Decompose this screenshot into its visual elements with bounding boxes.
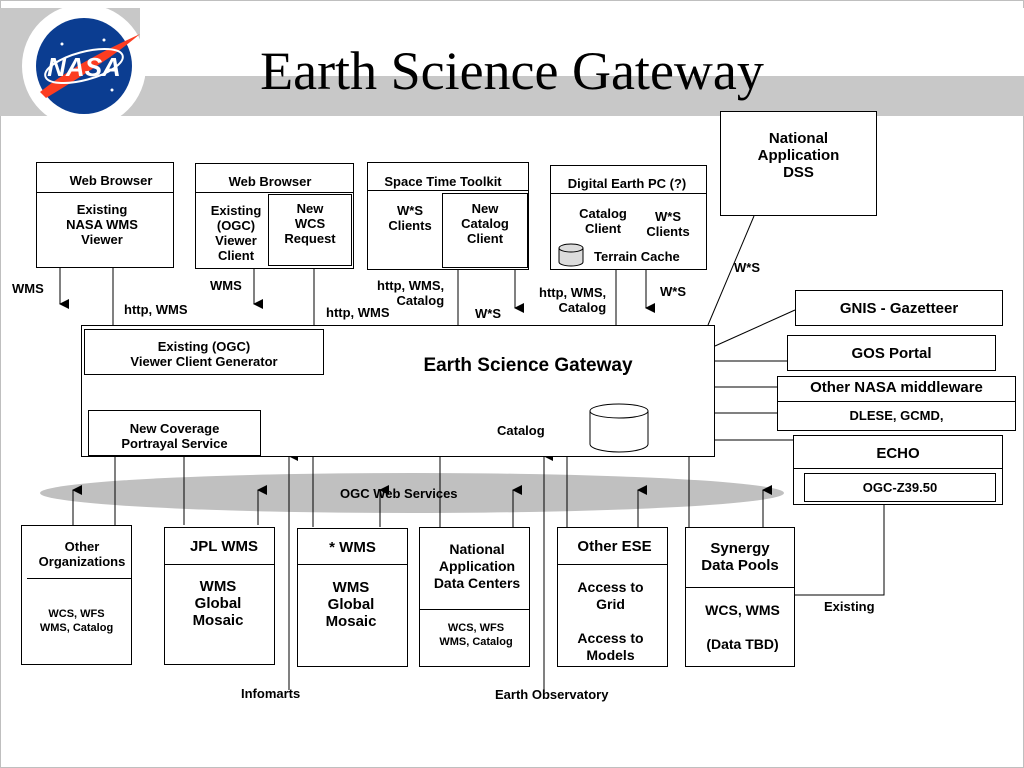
divider: [297, 564, 408, 565]
dlese-gcmd-label: DLESE, GCMD,: [849, 408, 944, 423]
ogc-z3950-label: OGC-Z39.50: [862, 480, 938, 495]
divider: [195, 192, 354, 193]
gnis-label: GNIS - Gazetteer: [839, 300, 959, 317]
new-catalog-client-box: [442, 193, 528, 268]
new-wcs-request-box: [268, 194, 352, 266]
catalog-cylinder-icon: [589, 403, 649, 453]
infomarts-label: Infomarts: [241, 686, 301, 701]
ogc-z3950-box: [804, 473, 996, 502]
link-ws-2: W*S: [660, 284, 686, 299]
gateway-catalog-label: Catalog: [497, 423, 545, 438]
provider-body-other-organizations: WCS, WFS WMS, Catalog: [39, 608, 114, 634]
divider: [777, 401, 1016, 402]
other-middleware-label: Other NASA middleware: [810, 379, 983, 396]
ogc-web-services-label: OGC Web Services: [340, 486, 458, 501]
logo-text: NASA: [47, 52, 121, 82]
provider-title-other-ese: Other ESE: [577, 538, 652, 555]
provider-box-jpl-wms: [164, 527, 275, 665]
national-dss-label: National Application DSS: [757, 130, 840, 181]
provider-title-national-app-data-centers: National Application Data Centers: [433, 541, 521, 591]
provider-body-other-ese: Access to Grid Access to Models: [577, 579, 644, 663]
provider-title-synergy-data-pools: Synergy Data Pools: [701, 540, 779, 574]
coverage-portrayal-label: New Coverage Portrayal Service: [121, 421, 228, 451]
link-wms-2: WMS: [210, 278, 242, 293]
digital-earth-ws-clients: W*S Clients: [646, 209, 690, 239]
new-catalog-client-label: New Catalog Client: [461, 201, 509, 246]
web-browser-1-box: [36, 162, 174, 268]
gateway-title: Earth Science Gateway: [423, 355, 633, 376]
page-title: Earth Science Gateway: [260, 41, 764, 101]
web-browser-1-title: Web Browser: [69, 173, 153, 188]
earth-observatory-label: Earth Observatory: [495, 687, 609, 702]
provider-body-synergy-data-pools: WCS, WMS (Data TBD): [705, 602, 780, 652]
divider: [367, 190, 529, 191]
ogc-web-services-ellipse: [40, 473, 784, 513]
terrain-cache-cylinder-icon: [558, 243, 584, 267]
link-ws-1: W*S: [475, 306, 501, 321]
provider-body-jpl-wms: WMS Global Mosaic: [192, 578, 244, 629]
provider-title-other-organizations: Other Organizations: [38, 539, 126, 569]
link-http-wms-catalog-1: http, WMS, Catalog: [377, 278, 445, 308]
divider: [557, 564, 668, 565]
header-inner: [140, 8, 1024, 76]
space-time-ws-clients: W*S Clients: [388, 203, 432, 233]
provider-box-star-wms: [297, 528, 408, 667]
web-browser-2-title: Web Browser: [228, 174, 312, 189]
coverage-portrayal-box: [88, 410, 261, 456]
new-wcs-request-label: New WCS Request: [284, 201, 336, 246]
web-browser-1-body: Existing NASA WMS Viewer: [66, 202, 138, 247]
web-browser-2-body: Existing (OGC) Viewer Client: [210, 203, 262, 263]
digital-earth-catalog-client: Catalog Client: [579, 206, 627, 236]
provider-box-other-ese: [557, 527, 668, 667]
divider: [419, 609, 530, 610]
existing-label: Existing: [824, 599, 875, 614]
link-wms-1: WMS: [12, 281, 44, 296]
divider: [550, 193, 707, 194]
link-http-wms-catalog-2: http, WMS, Catalog: [539, 285, 607, 315]
divider: [36, 192, 174, 193]
gos-portal-label: GOS Portal: [851, 345, 932, 362]
link-ws-3: W*S: [734, 260, 760, 275]
divider: [793, 468, 1003, 469]
gos-portal-box: [787, 335, 996, 371]
terrain-cache-label: Terrain Cache: [594, 249, 680, 264]
provider-body-national-app-data-centers: WCS, WFS WMS, Catalog: [439, 622, 513, 648]
divider: [685, 587, 795, 588]
viewer-client-generator-label: Existing (OGC) Viewer Client Generator: [130, 339, 278, 369]
provider-box-synergy-data-pools: [685, 527, 795, 667]
digital-earth-pc-title: Digital Earth PC (?): [567, 176, 687, 191]
echo-label: ECHO: [876, 445, 920, 462]
viewer-client-generator-box: [84, 329, 324, 375]
divider: [164, 564, 275, 565]
national-dss-box: [720, 111, 877, 216]
provider-body-star-wms: WMS Global Mosaic: [325, 579, 377, 630]
other-middleware-box: [777, 376, 1016, 431]
gnis-box: [795, 290, 1003, 326]
provider-title-jpl-wms: JPL WMS: [189, 538, 259, 555]
provider-box-national-app-data-centers: [419, 527, 530, 667]
nasa-logo: NASA: [22, 4, 146, 128]
link-http-wms-1: http, WMS: [124, 302, 188, 317]
space-time-toolkit-title: Space Time Toolkit: [384, 174, 502, 189]
provider-box-other-organizations: [21, 525, 132, 665]
divider: [27, 578, 131, 579]
provider-title-star-wms: * WMS: [329, 539, 376, 556]
link-http-wms-2: http, WMS: [326, 305, 390, 320]
